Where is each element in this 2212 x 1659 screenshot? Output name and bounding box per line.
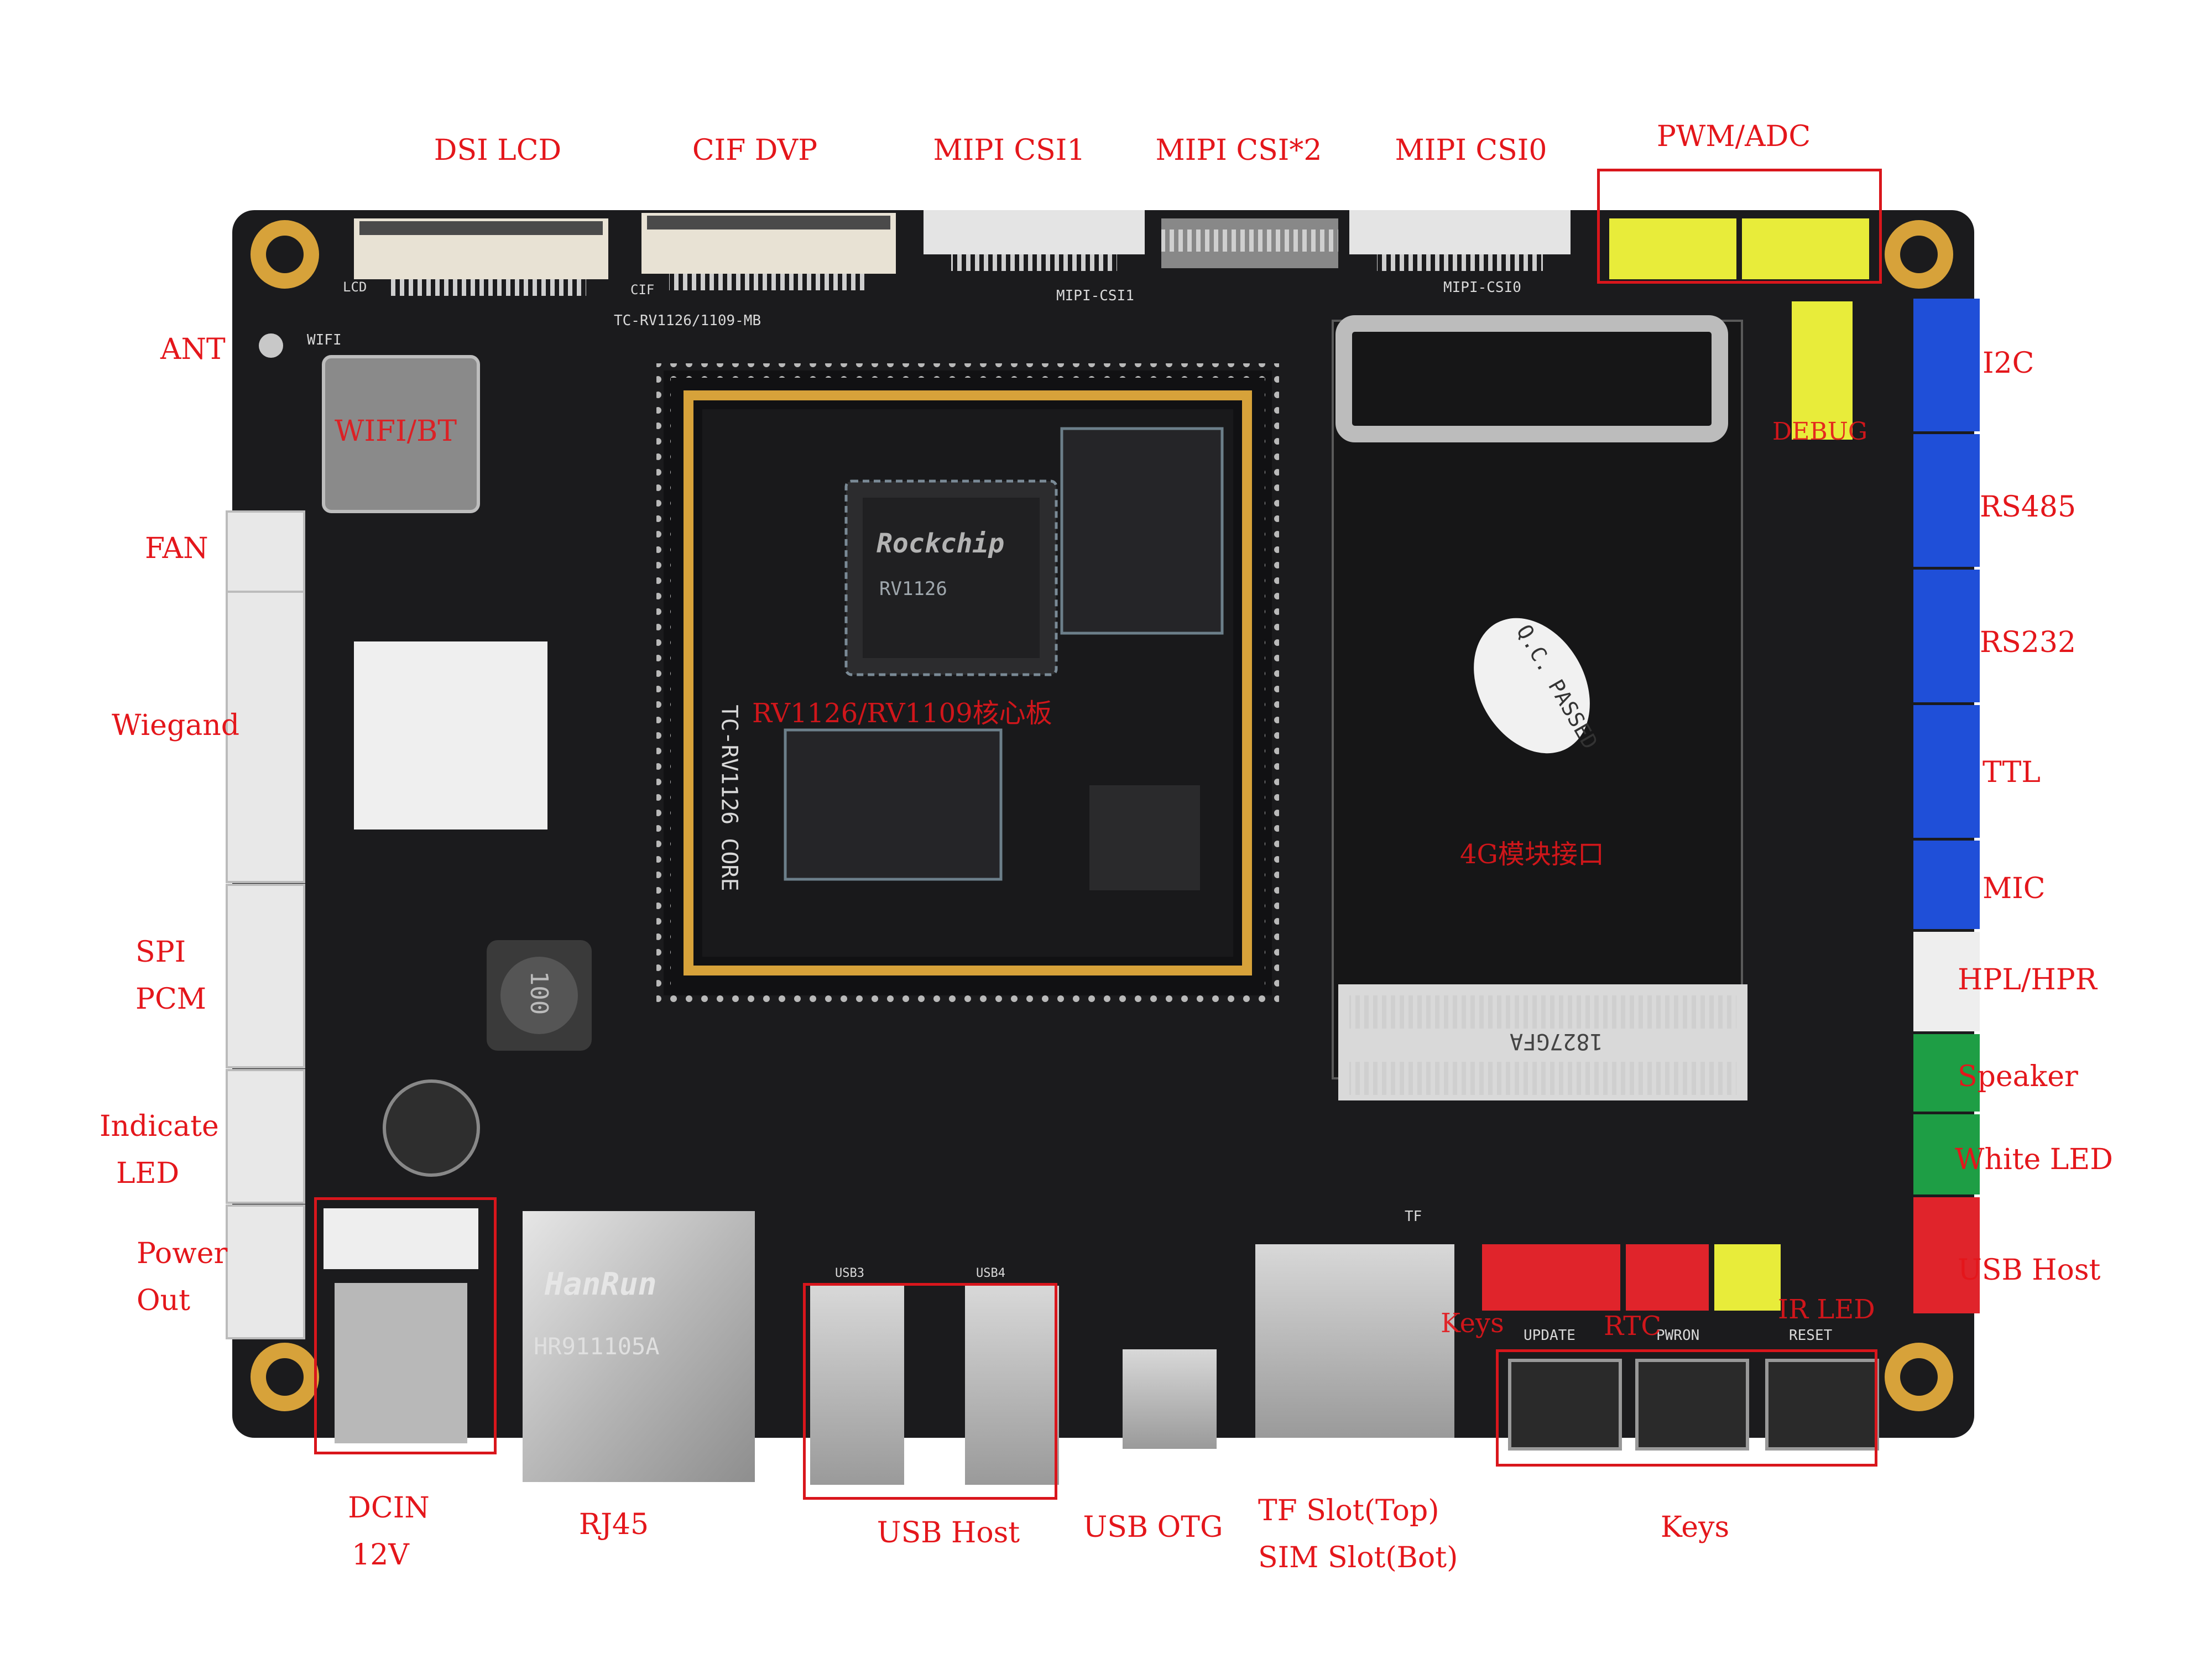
label-ant: ANT xyxy=(160,333,226,366)
label-mipi-csi0: MIPI CSI0 xyxy=(1395,134,1547,167)
label-debug: DEBUG xyxy=(1772,418,1867,446)
silk-pwron: PWRON xyxy=(1656,1327,1700,1344)
label-usb-host-bottom: USB Host xyxy=(877,1516,1020,1550)
core-board xyxy=(656,363,1279,1003)
label-white-led: White LED xyxy=(1955,1143,2113,1176)
label-wifi-bt: WIFI/BT xyxy=(335,415,457,448)
silk-mipi-csi0: MIPI-CSI0 xyxy=(1443,279,1521,296)
silk-usb3: USB3 xyxy=(835,1266,864,1280)
silk-ethernet: HanRun xyxy=(545,1266,657,1302)
label-rtc: RTC xyxy=(1604,1311,1662,1342)
silk-soc-model: RV1126 xyxy=(879,578,947,600)
label-indicate: Indicate xyxy=(100,1110,219,1143)
silk-soc-brand: Rockchip xyxy=(877,528,1005,559)
capacitor xyxy=(383,1079,480,1177)
label-out: Out xyxy=(137,1284,191,1317)
highlight-pwm-adc xyxy=(1597,169,1882,284)
silk-usb4: USB4 xyxy=(976,1266,1005,1280)
silk-cif: CIF xyxy=(630,282,655,298)
silk-reset: RESET xyxy=(1789,1327,1833,1344)
bottom-components xyxy=(324,1208,1879,1485)
label-hpl-hpr: HPL/HPR xyxy=(1958,963,2097,997)
pwm-adc-headers xyxy=(1609,218,1869,440)
label-pcm: PCM xyxy=(135,983,207,1016)
label-mipi-csi2: MIPI CSI*2 xyxy=(1155,134,1322,167)
wifi-module xyxy=(322,355,480,513)
label-keys-onboard: Keys xyxy=(1441,1308,1504,1339)
label-ttl: TTL xyxy=(1983,756,2041,789)
label-wiegand: Wiegand xyxy=(112,709,240,742)
left-headers xyxy=(226,510,305,1339)
fpc-connectors xyxy=(354,210,1571,296)
label-spi: SPI xyxy=(135,936,186,969)
label-speaker: Speaker xyxy=(1958,1060,2078,1093)
label-rj45: RJ45 xyxy=(578,1508,649,1541)
label-fan: FAN xyxy=(145,532,208,565)
label-mipi-csi1: MIPI CSI1 xyxy=(933,134,1086,167)
module-4g-slot xyxy=(1332,315,1747,1100)
silk-tf: TF xyxy=(1405,1208,1422,1225)
label-12v: 12V xyxy=(352,1538,409,1572)
label-dsi-lcd: DSI LCD xyxy=(434,134,562,167)
label-dcin: DCIN xyxy=(348,1491,430,1525)
silk-mipi-csi1: MIPI-CSI1 xyxy=(1056,288,1134,304)
label-led: LED xyxy=(116,1157,180,1190)
silk-inductor: 100 xyxy=(525,971,554,1015)
label-pwm-adc: PWM/ADC xyxy=(1656,120,1811,153)
highlight-usb-host xyxy=(803,1283,1057,1500)
silk-board-name: TC-RV1126/1109-MB xyxy=(614,312,761,329)
silk-ethernet-model: HR911105A xyxy=(534,1333,660,1360)
label-usb-host-right: USB Host xyxy=(1958,1254,2101,1287)
label-cif-dvp: CIF DVP xyxy=(692,134,818,167)
label-rs232: RS232 xyxy=(1980,626,2077,659)
label-core-board: RV1126/RV1109核心板 xyxy=(752,698,1052,729)
silk-lcd: LCD xyxy=(343,279,367,295)
right-headers xyxy=(1913,299,1980,1313)
label-power: Power xyxy=(137,1237,228,1270)
label-rs485: RS485 xyxy=(1980,491,2077,524)
label-mic: MIC xyxy=(1983,872,2046,905)
label-tf-slot: TF Slot(Top) xyxy=(1258,1494,1439,1527)
label-i2c: I2C xyxy=(1983,347,2034,380)
highlight-dcin xyxy=(314,1197,497,1454)
label-sim-slot: SIM Slot(Bot) xyxy=(1258,1541,1458,1574)
highlight-keys xyxy=(1496,1349,1877,1467)
silk-sim-part: 1827GFA xyxy=(1510,1029,1603,1054)
silk-core-name: TC-RV1126 CORE xyxy=(716,705,742,891)
label-ir-led: IR LED xyxy=(1778,1294,1875,1325)
silk-wifi: WIFI xyxy=(307,332,342,348)
label-keys-bottom: Keys xyxy=(1660,1511,1730,1544)
label-4g-module: 4G模块接口 xyxy=(1460,839,1604,870)
silk-update: UPDATE xyxy=(1524,1327,1575,1344)
relay xyxy=(354,641,547,830)
label-usb-otg: USB OTG xyxy=(1083,1511,1223,1544)
